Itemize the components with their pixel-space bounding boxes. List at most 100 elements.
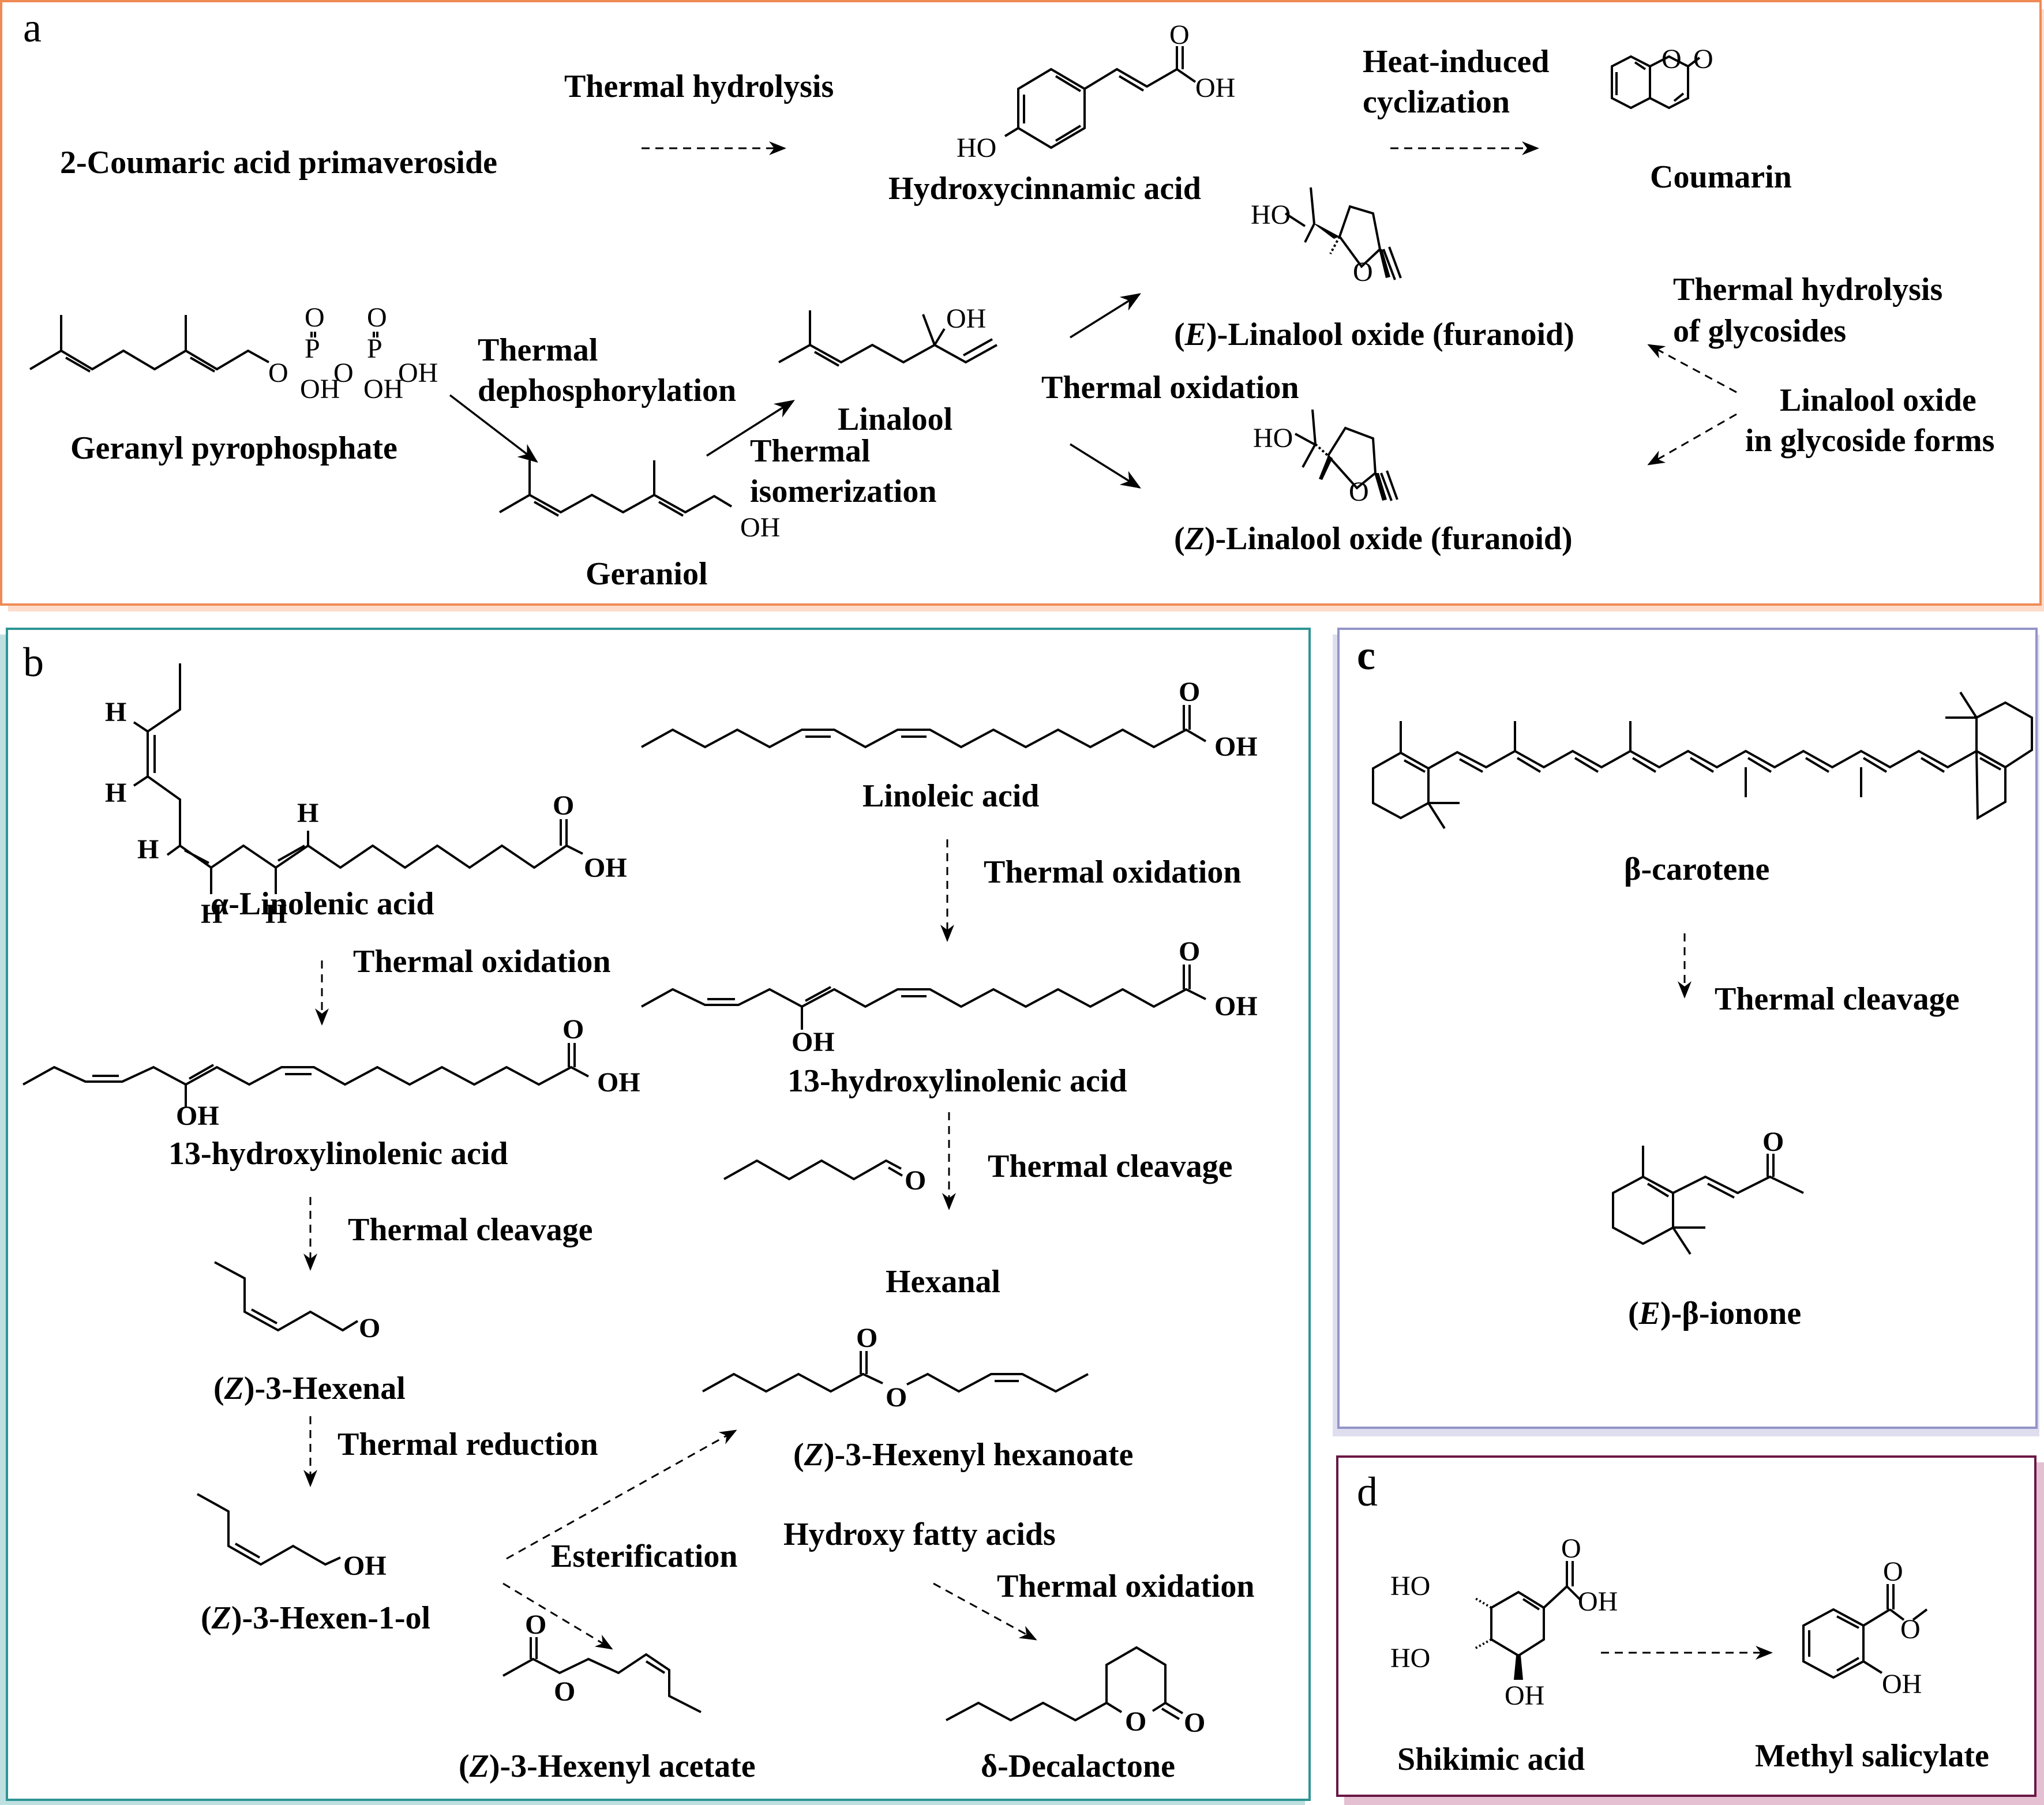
- atom-oh: OH: [597, 1067, 640, 1098]
- atom-o: O: [305, 302, 325, 333]
- atom-o-carbonyl: O: [525, 1609, 546, 1640]
- atom-oh: OH: [1195, 73, 1235, 103]
- structure-linalool: OH: [778, 303, 997, 367]
- compound-hydroxylinolenic-right: 13-hydroxylinolenic acid: [787, 1063, 1127, 1099]
- compound-alpha-linolenic-acid: α-Linolenic acid: [211, 886, 434, 922]
- atom-oh: OH: [300, 374, 340, 404]
- compound-linoleic-acid: Linoleic acid: [862, 778, 1039, 814]
- panel-b: b H H H H H H O OH α-Linolenic acid Th: [0, 628, 1311, 1805]
- reaction-thermal-oxidation-right: Thermal oxidation: [984, 854, 1241, 890]
- atom-o-carbonyl: O: [1693, 44, 1713, 74]
- atom-ho: HO: [1251, 200, 1291, 230]
- atom-ho: HO: [957, 133, 996, 163]
- compound-geranyl-pyrophosphate: Geranyl pyrophosphate: [70, 430, 397, 466]
- reaction-esterification: Esterification: [551, 1538, 737, 1574]
- compound-coumaric-primaveroside: 2-Coumaric acid primaveroside: [60, 145, 497, 181]
- atom-o: O: [268, 358, 288, 388]
- structure-z3-hexenol: OH: [197, 1493, 387, 1581]
- structure-e-beta-ionone: O: [1612, 1127, 1804, 1255]
- compound-methyl-salicylate: Methyl salicylate: [1755, 1738, 1989, 1774]
- atom-h: H: [137, 834, 159, 865]
- compound-linalool: Linalool: [838, 401, 952, 437]
- compound-e-linalool-oxide: (E)-Linalool oxide (furanoid): [1174, 317, 1574, 352]
- atom-o: O: [1169, 20, 1190, 50]
- reaction-dephosphorylation-line2: dephosphorylation: [478, 373, 736, 408]
- compound-z-linalool-oxide: (Z)-Linalool oxide (furanoid): [1174, 521, 1573, 557]
- reaction-dephosphorylation-line1: Thermal: [478, 332, 598, 368]
- atom-oh: OH: [343, 1551, 387, 1581]
- structure-hydroxylinolenic-right: OH O OH: [641, 936, 1258, 1057]
- compound-z3-hexenyl-hexanoate: (Z)-3-Hexenyl hexanoate: [793, 1437, 1133, 1473]
- atom-o-carbonyl: O: [1184, 1708, 1205, 1738]
- compound-hydroxycinnamic-acid: Hydroxycinnamic acid: [888, 171, 1201, 207]
- panel-d-frame: [1336, 1455, 2037, 1797]
- atom-h: H: [265, 899, 287, 929]
- atom-o-ring: O: [1349, 476, 1369, 507]
- structure-z-linalool-oxide: HO O: [1253, 409, 1398, 507]
- structure-hydroxylinolenic-left: OH O OH: [22, 1014, 640, 1131]
- atom-o-carbonyl: O: [856, 1323, 877, 1353]
- structure-delta-decalactone: O O: [946, 1646, 1205, 1738]
- atom-oh: OH: [946, 303, 986, 334]
- structure-z3-hexenal: O: [214, 1261, 380, 1344]
- compound-hydroxylinolenic-left: 13-hydroxylinolenic acid: [168, 1136, 508, 1172]
- atom-oh: OH: [1882, 1669, 1922, 1699]
- atom-o: O: [1762, 1127, 1784, 1157]
- atom-o: O: [553, 790, 574, 821]
- structure-shikimic-acid: O OH HO HO OH: [1390, 1533, 1618, 1711]
- structure-hydroxycinnamic-acid: O OH HO: [957, 20, 1235, 163]
- structure-geranyl-pyrophosphate: O P O OH O P O OH OH: [29, 302, 438, 404]
- structure-coumarin: O O: [1611, 44, 1713, 110]
- arrow-isomerization: [706, 400, 795, 457]
- atom-ho: HO: [1390, 1643, 1430, 1673]
- panel-c: c β-c: [1333, 628, 2039, 1436]
- structure-geraniol: OH: [499, 460, 780, 543]
- panel-b-letter: b: [23, 639, 44, 685]
- atom-oh: OH: [1214, 731, 1258, 762]
- arrow-dephosphorylation: [449, 394, 538, 463]
- atom-o: O: [1561, 1533, 1581, 1564]
- atom-o: O: [333, 358, 354, 388]
- compound-linalool-oxide-glycoside-line1: Linalool oxide: [1780, 382, 1977, 418]
- atom-o: O: [367, 302, 387, 333]
- panel-a-frame: [0, 0, 2042, 606]
- atom-ho: HO: [1390, 1571, 1430, 1601]
- atom-o: O: [1179, 677, 1200, 707]
- atom-oh: OH: [792, 1027, 835, 1057]
- atom-o: O: [562, 1014, 584, 1045]
- compound-linalool-oxide-glycoside-line2: in glycoside forms: [1745, 423, 1994, 459]
- atom-o: O: [905, 1165, 926, 1196]
- compound-hexanal: Hexanal: [886, 1264, 1000, 1300]
- panel-b-frame: [6, 628, 1311, 1801]
- arrow-esterification-acetate: [502, 1582, 613, 1650]
- atom-o-ring: O: [1662, 44, 1682, 74]
- structure-beta-carotene: [1372, 691, 2033, 830]
- reaction-thermal-cleavage-right: Thermal cleavage: [988, 1149, 1233, 1184]
- structure-alpha-linolenic-acid: H H H H H H O OH: [105, 663, 627, 929]
- compound-shikimic-acid: Shikimic acid: [1397, 1742, 1585, 1777]
- compound-e-beta-ionone: (E)-β-ionone: [1628, 1296, 1801, 1331]
- panel-a: a 2-Coumaric acid primaveroside Thermal …: [0, 0, 2044, 611]
- atom-oh: OH: [176, 1101, 219, 1131]
- atom-o: O: [359, 1313, 380, 1344]
- atom-o-ester: O: [886, 1382, 907, 1413]
- atom-o-carbonyl: O: [1883, 1556, 1903, 1587]
- atom-o-ester: O: [554, 1676, 575, 1707]
- atom-h: H: [201, 899, 222, 929]
- arrow-oxidation-z: [1070, 443, 1141, 489]
- arrow-oxidation-e: [1070, 293, 1141, 339]
- atom-oh: OH: [363, 374, 403, 404]
- arrow-esterification-hexanoate: [506, 1429, 737, 1560]
- reaction-thermal-cleavage-left: Thermal cleavage: [348, 1212, 593, 1248]
- reaction-glycoside-hydrolysis-line2: of glycosides: [1673, 313, 1846, 349]
- structure-z3-hexenyl-hexanoate: O O: [702, 1323, 1089, 1413]
- compound-geraniol: Geraniol: [586, 556, 708, 592]
- panel-d-letter: d: [1357, 1469, 1378, 1515]
- atom-o-ring: O: [1353, 257, 1373, 287]
- structure-linoleic-acid: O OH: [641, 677, 1258, 762]
- atom-o-ring: O: [1125, 1706, 1146, 1737]
- reaction-isomerization-line1: Thermal: [750, 433, 870, 469]
- reaction-thermal-cleavage-c: Thermal cleavage: [1715, 981, 1960, 1017]
- structure-e-linalool-oxide: HO O: [1251, 187, 1402, 287]
- atom-p2: P: [367, 333, 382, 364]
